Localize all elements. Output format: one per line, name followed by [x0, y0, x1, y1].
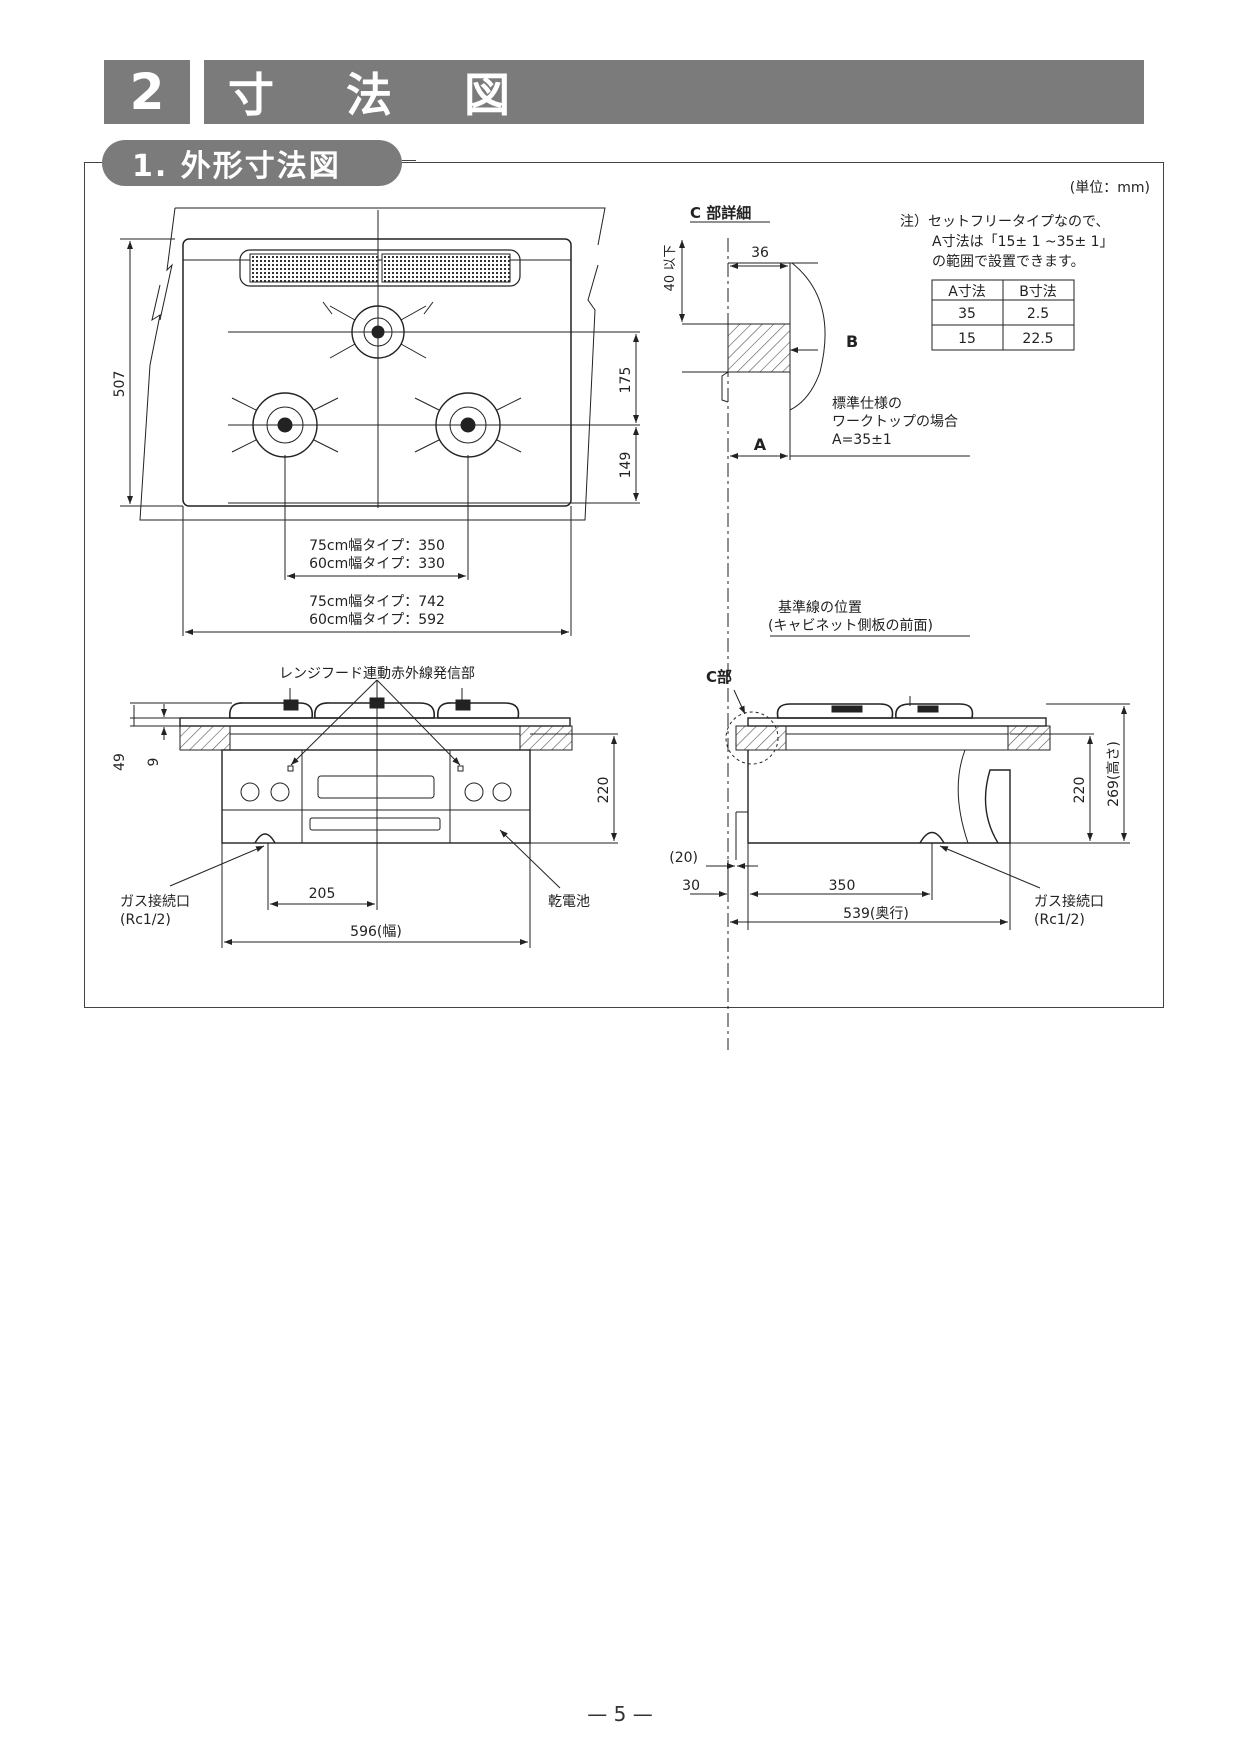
dim-539-depth: 539(奥行) — [843, 905, 909, 922]
chapter-title: 寸 法 図 — [204, 60, 1144, 124]
note-line-2: A寸法は「15± 1 ~35± 1」 — [932, 234, 1114, 250]
chapter-number: 2 — [104, 60, 190, 124]
dim-175: 175 — [618, 367, 634, 394]
dim-149: 149 — [618, 452, 634, 479]
note-line-3: の範囲で設置できます。 — [932, 253, 1085, 270]
side-view — [690, 689, 1130, 930]
ref-line-1: 基準線の位置 — [778, 599, 862, 616]
standard-spec-1: 標準仕様の — [832, 396, 902, 412]
ref-line-2: (キャビネット側板の前面) — [768, 617, 933, 634]
gas-inlet-size-side: (Rc1/2) — [1034, 912, 1085, 928]
unit-label: (単位：mm) — [1070, 180, 1150, 196]
table-cell: 2.5 — [1027, 306, 1049, 322]
dim-507: 507 — [112, 371, 128, 398]
section-title: 1. 外形寸法図 — [102, 140, 416, 186]
diagram-frame — [84, 162, 1164, 1008]
dim-742-75: 75cm幅タイプ：742 — [309, 594, 445, 610]
dim-30: 30 — [682, 878, 700, 894]
table-cell: 15 — [958, 331, 976, 347]
note-line-1: 注）セットフリータイプなので、 — [900, 214, 1109, 230]
standard-spec-2: ワークトップの場合 — [832, 414, 958, 430]
detail-c — [679, 238, 970, 1050]
table-header-a: A寸法 — [948, 284, 986, 300]
dim-330-60: 60cm幅タイプ：330 — [309, 556, 445, 572]
dim-269-height: 269(高さ) — [1105, 741, 1122, 807]
table-cell: 35 — [958, 306, 976, 322]
label-b: B — [846, 332, 858, 351]
dim-205: 205 — [309, 886, 336, 902]
dim-592-60: 60cm幅タイプ：592 — [309, 612, 445, 628]
dim-596-width: 596(幅) — [350, 924, 402, 940]
sensor-label: レンジフード連動赤外線発信部 — [279, 666, 475, 682]
top-view — [120, 207, 640, 636]
gas-inlet-label: ガス接続口 — [120, 893, 190, 910]
dim-350-75: 75cm幅タイプ：350 — [309, 538, 445, 554]
gas-inlet-size: (Rc1/2) — [120, 912, 171, 928]
label-a: A — [754, 435, 767, 454]
note-table — [931, 279, 1075, 351]
dim-220-front: 220 — [596, 777, 612, 804]
gas-inlet-label-side: ガス接続口 — [1034, 893, 1104, 910]
detail-c-title: C 部詳細 — [690, 204, 751, 222]
dim-40-max: 40 以下 — [663, 245, 678, 292]
dim-49: 49 — [112, 753, 128, 771]
standard-spec-3: A=35±1 — [832, 432, 892, 448]
battery-label: 乾電池 — [548, 894, 590, 910]
c-part-label: C部 — [706, 668, 732, 686]
dim-350-side: 350 — [829, 878, 856, 894]
dim-20: (20) — [669, 850, 698, 866]
dim-36: 36 — [751, 245, 769, 261]
table-cell: 22.5 — [1022, 331, 1053, 347]
page-number: — 5 — — [587, 1702, 653, 1726]
dim-9: 9 — [146, 758, 162, 767]
front-view — [130, 679, 618, 948]
dim-220-side: 220 — [1072, 777, 1088, 804]
table-header-b: B寸法 — [1019, 284, 1057, 300]
